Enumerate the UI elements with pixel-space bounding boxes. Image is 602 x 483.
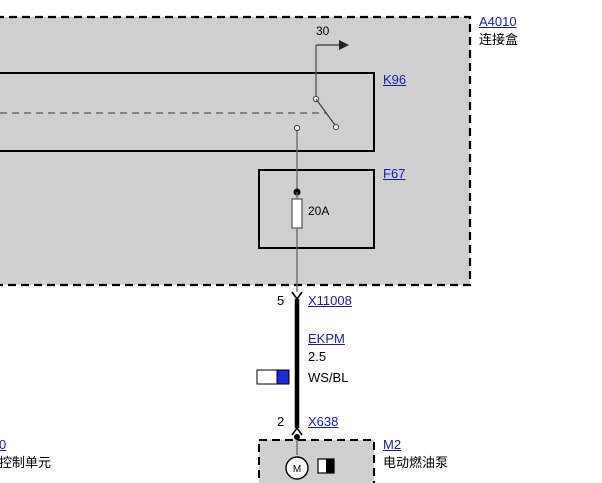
fuse-f67-link[interactable]: F67	[383, 166, 406, 181]
connector-x638-pin: 2	[277, 414, 285, 429]
relay-contact-output	[293, 124, 301, 132]
connector-x11008-link[interactable]: X11008	[308, 293, 352, 308]
pump-junction-dot	[294, 434, 300, 440]
fuse-element	[291, 198, 303, 229]
wire-color-swatch-bl	[276, 369, 290, 385]
relay-k96-block	[0, 72, 375, 152]
connector-x11008-pin: 5	[277, 293, 285, 308]
wire-color-label: WS/BL	[308, 370, 349, 385]
wire-color-swatch-ws	[256, 369, 278, 385]
fuse-rating-label: 20A	[308, 204, 330, 218]
motor-symbol-icon	[285, 456, 309, 480]
pump-element-fill	[326, 459, 334, 473]
fuse-f67-block	[258, 169, 375, 249]
relay-contact-arm	[315, 98, 336, 126]
wire-gauge-label: 2.5	[308, 349, 327, 364]
terminal-30-label: 30	[316, 24, 330, 38]
module-a4010-link[interactable]: A4010	[479, 14, 517, 29]
module-a4010-name: 连接盒	[479, 32, 519, 47]
relay-contact-end	[332, 123, 340, 131]
connector-x11008-icon	[291, 291, 303, 301]
left-module-name: 控制单元	[0, 455, 52, 470]
pump-m2-name: 电动燃油泵	[383, 455, 449, 470]
pump-m2-link[interactable]: M2	[383, 437, 402, 452]
relay-k96-link[interactable]: K96	[383, 72, 407, 87]
wire-code-link[interactable]: EKPM	[308, 331, 345, 346]
motor-symbol-letter: M	[293, 464, 301, 475]
terminal-30-arrow-icon	[339, 40, 349, 50]
connector-x638-icon	[291, 426, 303, 436]
pump-m2-block	[258, 439, 375, 483]
connector-x638-link[interactable]: X638	[308, 414, 339, 429]
left-module-link[interactable]: 0	[0, 437, 7, 452]
